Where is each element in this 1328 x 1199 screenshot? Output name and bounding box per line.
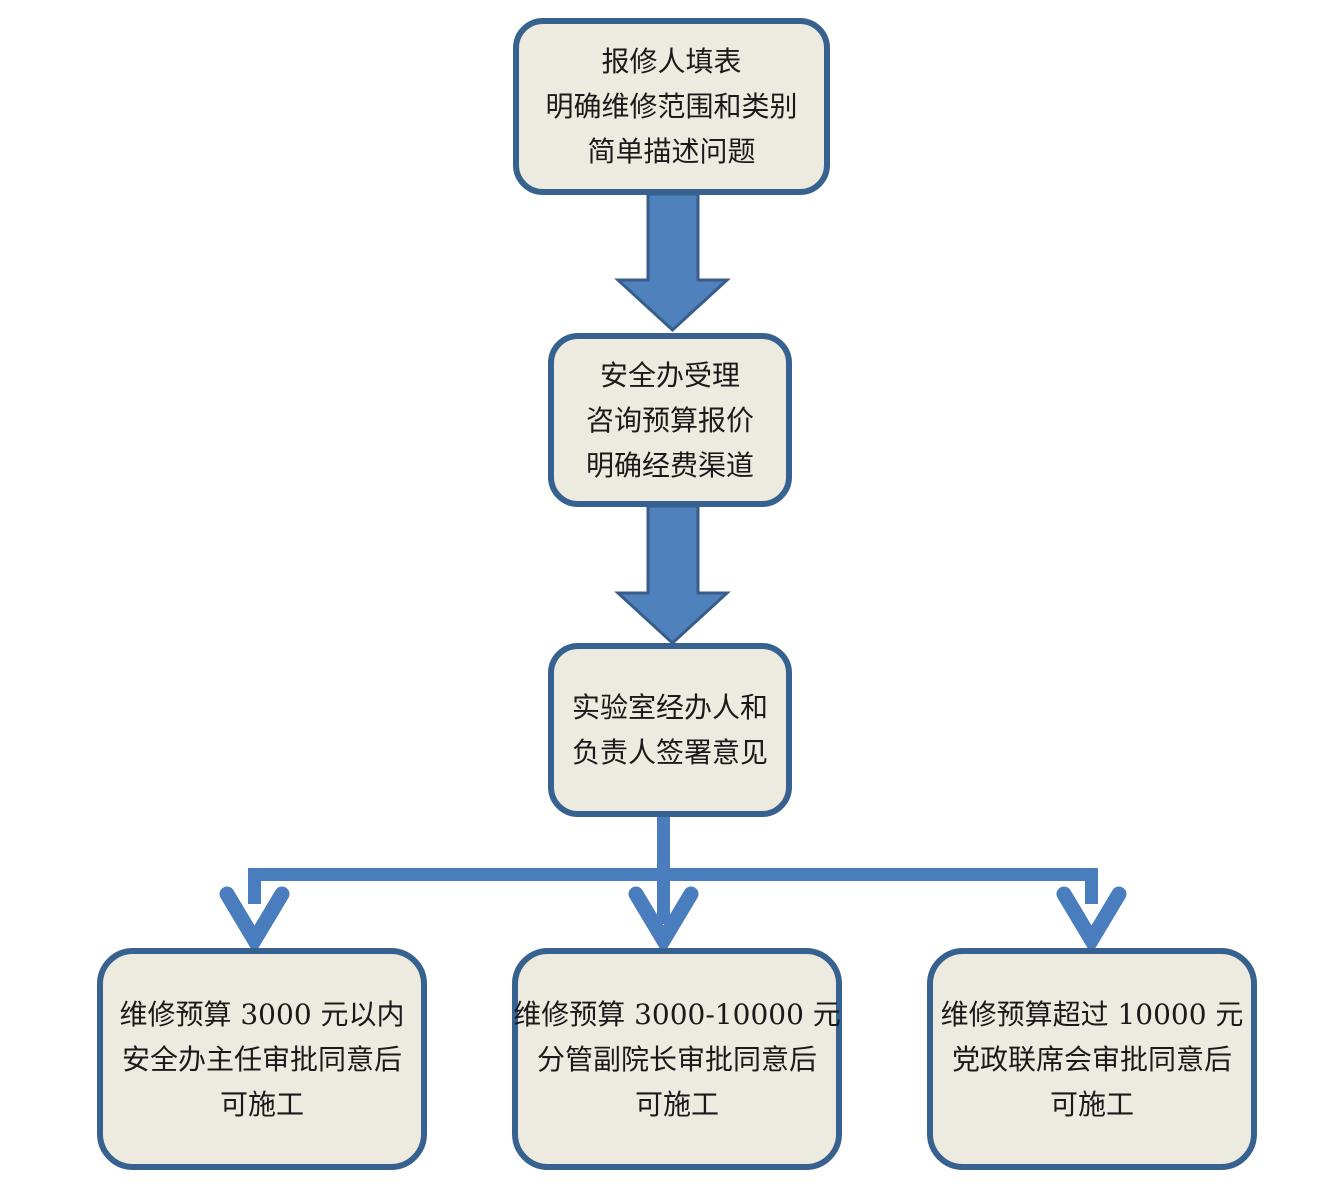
node-text-line: 维修预算超过 10000 元: [940, 997, 1244, 1031]
block-arrow-down-1: [614, 192, 731, 333]
node-text-line: 简单描述问题: [587, 135, 756, 168]
node-text-line: 安全办受理: [599, 358, 740, 392]
node-text-line: 负责人签署意见: [571, 736, 768, 769]
node-budget-under-3000: 维修预算 3000 元以内 安全办主任审批同意后 可施工: [97, 948, 427, 1170]
node-text-line: 报修人填表: [601, 45, 742, 78]
node-text-line: 维修预算 3000 元以内: [119, 997, 405, 1031]
node-text-line: 可施工: [634, 1087, 719, 1121]
node-text-line: 可施工: [219, 1087, 304, 1121]
node-text-line: 分管副院长审批同意后: [536, 1042, 817, 1076]
node-text-line: 咨询预算报价: [585, 403, 754, 437]
node-budget-3000-10000: 维修预算 3000-10000 元 分管副院长审批同意后 可施工: [512, 948, 842, 1170]
node-lab-sign-off: 实验室经办人和 负责人签署意见: [548, 643, 792, 817]
block-arrow-down-2: [614, 504, 731, 646]
node-text-line: 明确经费渠道: [585, 448, 754, 482]
node-safety-office-acceptance: 安全办受理 咨询预算报价 明确经费渠道: [548, 333, 792, 507]
arrowhead-center: [628, 886, 699, 955]
node-repair-request-form: 报修人填表 明确维修范围和类别 简单描述问题: [513, 18, 830, 195]
arrowhead-left: [219, 886, 290, 955]
node-text-line: 安全办主任审批同意后: [121, 1042, 402, 1076]
node-text-line: 实验室经办人和: [571, 691, 768, 724]
node-text-line: 可施工: [1049, 1087, 1134, 1121]
node-text-line: 党政联席会审批同意后: [951, 1042, 1232, 1076]
node-text-line: 维修预算 3000-10000 元: [513, 997, 841, 1031]
arrowhead-right: [1056, 886, 1127, 955]
node-budget-over-10000: 维修预算超过 10000 元 党政联席会审批同意后 可施工: [927, 948, 1257, 1170]
node-text-line: 明确维修范围和类别: [545, 90, 798, 123]
